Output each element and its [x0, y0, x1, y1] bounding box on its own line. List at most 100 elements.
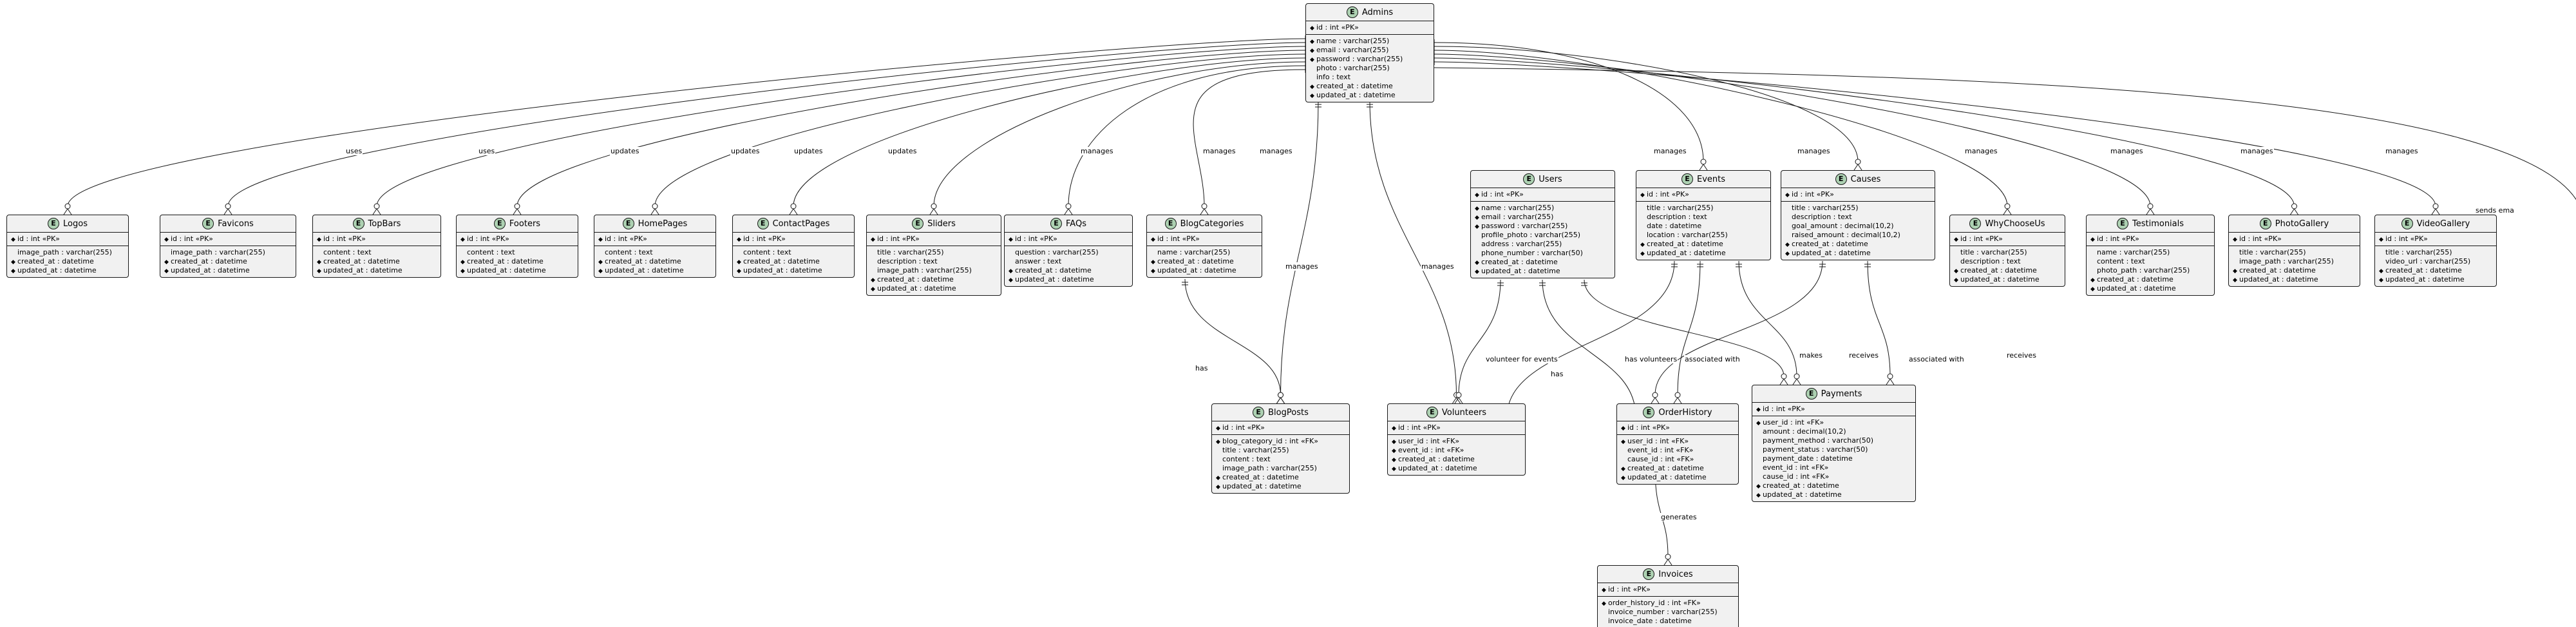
- field-text: id : int «PK»: [1157, 235, 1200, 243]
- field-text: id : int «PK»: [1792, 190, 1834, 198]
- relationship-admins-testimonials: [1434, 51, 2155, 215]
- relationship-label: uses: [478, 147, 496, 155]
- entity-name: Users: [1539, 174, 1562, 184]
- relationship-label: makes: [1799, 351, 1823, 360]
- field-text: phone_number : varchar(50): [1481, 249, 1583, 257]
- field-text: amount : decimal(10,2): [1763, 427, 1846, 436]
- relationship-label: manages: [1202, 147, 1236, 155]
- attributes-section: content : text◆created_at : datetime◆upd…: [594, 246, 715, 277]
- mandatory-bullet-icon: ◆: [2233, 277, 2237, 284]
- attribute-field: photo : varchar(255): [1310, 64, 1430, 73]
- primary-key-section: ◆id : int «PK»: [1950, 233, 2065, 246]
- primary-key-section: ◆id : int «PK»: [1471, 188, 1615, 202]
- entity-icon: E: [1643, 568, 1655, 580]
- relationship-events-orderhistory: [1673, 260, 1703, 404]
- field-text: password : varchar(255): [1481, 222, 1568, 230]
- primary-key-section: ◆id : int «PK»: [2375, 233, 2496, 246]
- mandatory-bullet-icon: ◆: [1216, 475, 1220, 481]
- field-text: title : varchar(255): [1647, 204, 1714, 212]
- primary-key-field: ◆id : int «PK»: [1640, 190, 1766, 199]
- field-text: invoice_number : varchar(255): [1608, 608, 1718, 616]
- mandatory-bullet-icon: ◆: [2090, 236, 2095, 243]
- field-text: created_at : datetime: [1792, 240, 1868, 248]
- attribute-field: ◆created_at : datetime: [1151, 257, 1258, 266]
- attribute-field: payment_status : varchar(50): [1756, 445, 1911, 454]
- field-text: photo : varchar(255): [1316, 64, 1390, 72]
- relationship-causes-payments: [1864, 260, 1895, 385]
- field-text: updated_at : datetime: [171, 266, 250, 275]
- field-text: created_at : datetime: [1157, 257, 1234, 265]
- attribute-field: ◆blog_category_id : int «FK»: [1216, 437, 1345, 446]
- attribute-field: title : varchar(255): [1954, 248, 2061, 257]
- field-text: id : int «PK»: [1960, 235, 2003, 243]
- relationship-admins-faqs: [1064, 63, 1306, 215]
- field-text: event_id : int «FK»: [1763, 463, 1829, 472]
- attributes-section: ◆order_history_id : int «FK»invoice_numb…: [1598, 597, 1738, 627]
- mandatory-bullet-icon: ◆: [1475, 269, 1479, 275]
- attribute-field: ◆order_history_id : int «FK»: [1602, 599, 1734, 608]
- relationship-label: manages: [1285, 262, 1319, 271]
- relationship-admins-offscreen: [1434, 67, 2576, 200]
- mandatory-bullet-icon: ◆: [1475, 260, 1479, 266]
- primary-key-section: ◆id : int «PK»: [2229, 233, 2360, 246]
- field-text: id : int «PK»: [1316, 23, 1359, 32]
- mandatory-bullet-icon: ◆: [1621, 425, 1625, 432]
- attribute-field: title : varchar(255): [1785, 204, 1931, 213]
- attribute-field: ◆updated_at : datetime: [317, 266, 437, 275]
- attribute-field: ◆updated_at : datetime: [737, 266, 850, 275]
- attribute-field: ◆created_at : datetime: [1392, 455, 1521, 464]
- field-text: user_id : int «FK»: [1627, 437, 1689, 445]
- field-text: updated_at : datetime: [743, 266, 822, 275]
- attribute-field: ◆created_at : datetime: [2090, 275, 2210, 284]
- attribute-field: ◆updated_at : datetime: [598, 266, 712, 275]
- attribute-field: ◆created_at : datetime: [460, 257, 574, 266]
- attribute-field: ◆created_at : datetime: [1602, 626, 1734, 627]
- relationship-label: manages: [2385, 147, 2419, 155]
- attribute-field: ◆password : varchar(255): [1475, 222, 1611, 231]
- relationship-events-payments: [1736, 260, 1801, 385]
- relationship-label: receives: [2006, 351, 2037, 360]
- field-text: name : varchar(255): [1481, 204, 1555, 212]
- relationship-label: updates: [610, 147, 640, 155]
- relationship-users-volunteers: [1454, 279, 1504, 404]
- field-text: description : text: [877, 257, 938, 265]
- mandatory-bullet-icon: ◆: [1392, 466, 1396, 472]
- attribute-field: ◆created_at : datetime: [2233, 266, 2356, 275]
- relationship-label: associated with: [1684, 355, 1741, 363]
- mandatory-bullet-icon: ◆: [598, 268, 603, 275]
- attributes-section: ◆name : varchar(255)◆email : varchar(255…: [1306, 35, 1434, 102]
- attribute-field: ◆updated_at : datetime: [1009, 275, 1128, 284]
- attributes-section: image_path : varchar(255)◆created_at : d…: [160, 246, 296, 277]
- relationship-admins-homepages: [650, 51, 1306, 215]
- primary-key-section: ◆id : int «PK»: [1636, 188, 1770, 202]
- field-text: updated_at : datetime: [2239, 275, 2318, 284]
- field-text: event_id : int «FK»: [1627, 446, 1694, 454]
- attribute-field: ◆updated_at : datetime: [1475, 267, 1611, 276]
- mandatory-bullet-icon: ◆: [317, 236, 321, 243]
- field-text: image_path : varchar(255): [877, 266, 972, 275]
- entity-icon: E: [1805, 388, 1817, 400]
- attribute-field: description : text: [1785, 213, 1931, 222]
- mandatory-bullet-icon: ◆: [1785, 242, 1790, 248]
- attribute-field: ◆created_at : datetime: [1785, 240, 1931, 249]
- attribute-field: ◆created_at : datetime: [2379, 266, 2492, 275]
- primary-key-field: ◆id : int «PK»: [11, 235, 124, 244]
- field-text: cause_id : int «FK»: [1763, 472, 1830, 481]
- primary-key-field: ◆id : int «PK»: [1785, 190, 1931, 199]
- field-text: id : int «PK»: [1608, 585, 1651, 593]
- relationship-label: updates: [887, 147, 918, 155]
- entity-name: Admins: [1361, 7, 1394, 17]
- mandatory-bullet-icon: ◆: [1621, 466, 1625, 472]
- mandatory-bullet-icon: ◆: [164, 259, 169, 265]
- entity-name: TopBars: [368, 218, 401, 229]
